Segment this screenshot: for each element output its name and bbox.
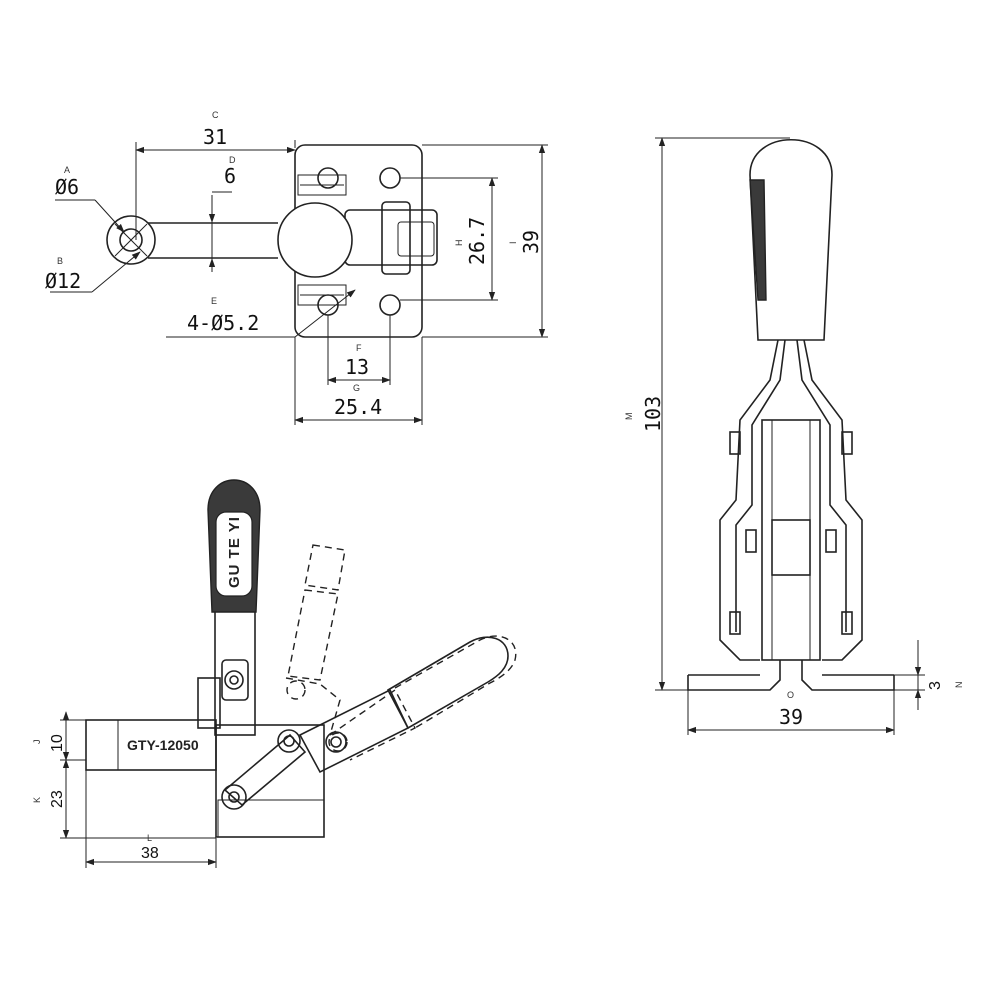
dim-letter-k: K — [32, 797, 42, 803]
dim-letter-n: N — [954, 682, 964, 689]
dim-letter-b: B — [57, 256, 63, 266]
mounting-hole — [379, 294, 401, 316]
brand-label: GU TE YI — [226, 516, 243, 588]
dim-value-i: 39 — [519, 230, 543, 254]
dim-letter-o: O — [787, 690, 794, 700]
front-view: M 103 N 3 O 39 — [624, 137, 964, 735]
handle-grip-front — [749, 138, 833, 341]
dim-value-j: 10 — [49, 734, 66, 752]
dim-letter-f: F — [356, 343, 362, 353]
side-view: GTY-12050 GU TE YI J 10 K 23 L 38 — [32, 479, 517, 868]
dim-letter-d: D — [229, 155, 236, 165]
dim-letter-g: G — [353, 383, 360, 393]
dim-value-h: 26.7 — [465, 217, 489, 265]
dim-letter-i: I — [508, 241, 518, 244]
dim-value-m: 103 — [641, 396, 665, 432]
dim-letter-l: L — [147, 833, 152, 843]
dim-letter-h: H — [454, 240, 464, 247]
dim-value-c: 31 — [203, 125, 227, 149]
dim-letter-e: E — [211, 296, 217, 306]
top-view: C 31 D 6 A Ø6 B Ø12 E 4-Ø5.2 F 13 G — [45, 110, 548, 425]
dim-value-g: 25.4 — [334, 395, 382, 419]
dim-value-f: 13 — [345, 355, 369, 379]
handle-knob-top — [277, 202, 353, 278]
dim-value-k: 23 — [49, 790, 66, 808]
dim-value-b: Ø12 — [45, 269, 81, 293]
mounting-hole — [317, 167, 339, 189]
spindle-arm — [344, 209, 438, 266]
dim-value-o: 39 — [779, 705, 803, 729]
dim-value-a: Ø6 — [55, 175, 79, 199]
mounting-hole — [379, 167, 401, 189]
model-label: GTY-12050 — [127, 737, 199, 753]
dim-value-d: 6 — [224, 164, 236, 188]
dim-letter-c: C — [212, 110, 219, 120]
spindle-head-inner — [119, 228, 143, 252]
dim-letter-a: A — [64, 165, 70, 175]
dim-value-l: 38 — [141, 845, 159, 862]
dim-value-e: 4-Ø5.2 — [187, 311, 259, 335]
dim-letter-j: J — [32, 740, 42, 745]
dim-letter-m: M — [624, 413, 634, 421]
dim-value-n: 3 — [927, 681, 944, 690]
spindle-bar — [85, 719, 217, 771]
